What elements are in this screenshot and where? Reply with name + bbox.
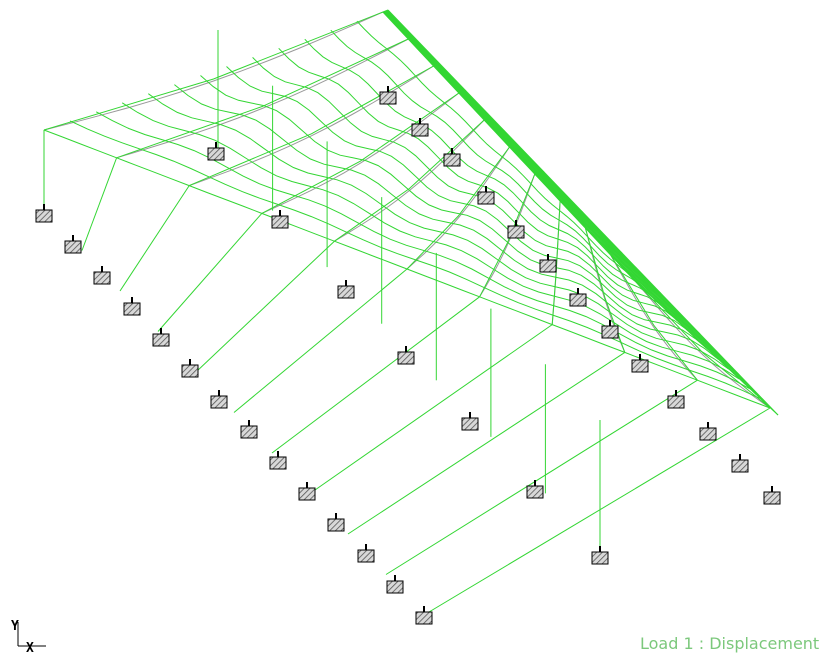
purlin: [95, 111, 750, 390]
deformed-rafter: [479, 173, 536, 298]
column: [423, 407, 771, 616]
purlin: [148, 93, 730, 370]
column: [119, 185, 190, 292]
purlin: [174, 84, 719, 360]
rafter: [635, 281, 771, 409]
load-case-caption: Load 1 : Displacement: [640, 634, 819, 653]
fixed-support[interactable]: [181, 359, 199, 378]
y-axis-label: Y: [11, 619, 19, 634]
column: [157, 213, 263, 332]
purlin: [278, 47, 678, 322]
fixed-support[interactable]: [526, 480, 544, 499]
fixed-support[interactable]: [152, 328, 170, 347]
column: [385, 379, 698, 575]
rafter: [116, 38, 409, 159]
rafter-far: [382, 9, 389, 13]
purlin: [356, 20, 647, 293]
fixed-support[interactable]: [591, 546, 609, 565]
fixed-support[interactable]: [379, 86, 397, 105]
fixed-support[interactable]: [207, 142, 225, 161]
fixed-support[interactable]: [269, 451, 287, 470]
rafter: [43, 11, 384, 131]
fixed-support[interactable]: [35, 204, 53, 223]
rafter-far: [635, 281, 779, 416]
fixed-support[interactable]: [411, 118, 429, 137]
frame-members: [43, 9, 779, 616]
fixed-support[interactable]: [240, 420, 258, 439]
rafter-far: [483, 119, 545, 173]
fixed-support[interactable]: [298, 482, 316, 501]
rafter-far: [534, 173, 623, 254]
rafter-far: [408, 38, 428, 51]
fixed-support[interactable]: [461, 412, 479, 431]
deformed-rafter: [189, 65, 434, 187]
deformed-rafter: [406, 146, 510, 270]
fixed-support[interactable]: [210, 390, 228, 409]
fixed-support[interactable]: [93, 266, 111, 285]
purlin: [252, 57, 688, 331]
deformed-rafter: [116, 38, 409, 159]
column: [309, 324, 553, 494]
purlin: [226, 66, 699, 341]
fixed-support[interactable]: [763, 486, 781, 505]
column: [271, 296, 480, 454]
rafter: [334, 119, 485, 242]
axis-triad: Y X: [11, 619, 46, 656]
fixed-support[interactable]: [271, 210, 289, 229]
rafter-far: [509, 146, 584, 213]
fixed-support[interactable]: [397, 346, 415, 365]
rafter: [261, 92, 460, 214]
fixed-support[interactable]: [477, 186, 495, 205]
rafter-far: [458, 92, 506, 132]
purlin: [69, 120, 760, 399]
rafter-far: [610, 254, 740, 375]
fixed-support[interactable]: [631, 354, 649, 373]
column: [195, 240, 335, 373]
rafter: [406, 146, 510, 270]
rafter: [610, 254, 698, 381]
column: [81, 157, 118, 251]
purlin: [200, 75, 709, 351]
fixed-support[interactable]: [415, 606, 433, 625]
fixed-support[interactable]: [731, 454, 749, 473]
fixed-support[interactable]: [601, 320, 619, 339]
rafter: [479, 173, 536, 298]
fixed-support[interactable]: [386, 575, 404, 594]
fixed-support[interactable]: [123, 297, 141, 316]
fixed-support[interactable]: [327, 513, 345, 532]
fixed-support[interactable]: [337, 280, 355, 299]
fixed-support[interactable]: [667, 390, 685, 409]
deformed-rafter: [610, 254, 698, 381]
fixed-support[interactable]: [699, 422, 717, 441]
purlin: [304, 38, 668, 312]
x-axis-label: X: [26, 641, 34, 656]
rafter-far: [433, 65, 467, 92]
fixed-support[interactable]: [64, 235, 82, 254]
deformed-rafter: [261, 92, 460, 214]
fixed-support[interactable]: [539, 254, 557, 273]
deformed-rafter: [43, 11, 384, 131]
fixed-support[interactable]: [357, 544, 375, 563]
fixed-support[interactable]: [443, 148, 461, 167]
column: [347, 351, 626, 535]
rafter: [189, 65, 434, 187]
fixed-support[interactable]: [569, 288, 587, 307]
purlin: [330, 29, 657, 302]
support-symbols: [35, 86, 781, 625]
purlin: [121, 102, 740, 380]
rafter-far: [585, 227, 701, 335]
rafter-far: [559, 200, 662, 294]
fixed-support[interactable]: [507, 220, 525, 239]
column: [233, 268, 408, 413]
